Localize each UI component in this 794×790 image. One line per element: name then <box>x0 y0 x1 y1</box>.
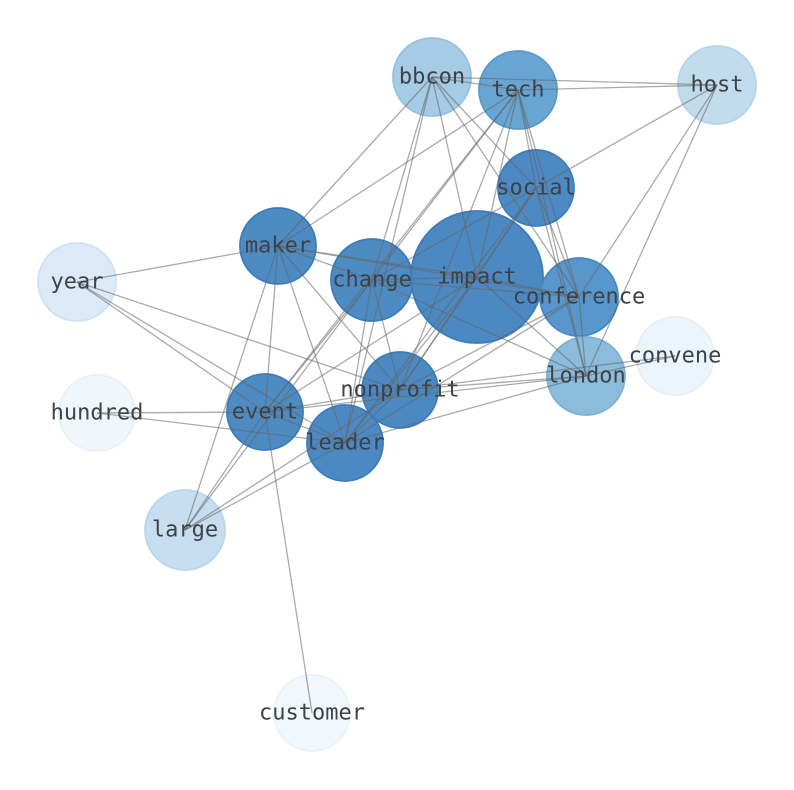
edges-layer <box>76 76 718 714</box>
edge-tech-social <box>517 89 537 189</box>
edge-event-customer <box>264 411 313 714</box>
edge-impact-nonprofit <box>399 276 478 391</box>
edge-maker-year <box>76 245 279 283</box>
edge-change-large <box>184 279 373 531</box>
edge-conference-nonprofit <box>399 296 580 391</box>
edge-bbcon-host <box>431 76 718 86</box>
edge-london-convene <box>585 355 676 377</box>
edge-bbcon-conference <box>431 76 580 298</box>
edge-bbcon-tech <box>431 76 519 91</box>
edge-event-large <box>184 411 266 531</box>
edge-nonprofit-event <box>264 389 401 413</box>
edge-change-london <box>371 279 587 377</box>
edge-change-conference <box>371 279 580 298</box>
edge-impact-conference <box>476 276 580 298</box>
edge-conference-london <box>578 296 587 377</box>
edge-social-conference <box>535 187 580 298</box>
edge-bbcon-impact <box>431 76 478 278</box>
edge-tech-conference <box>517 89 580 298</box>
edge-london-nonprofit <box>399 375 587 391</box>
edge-change-event <box>264 279 373 413</box>
edge-social-leader <box>344 187 537 444</box>
edge-nonprofit-large <box>184 389 401 531</box>
edge-host-social <box>535 84 718 189</box>
edge-bbcon-maker <box>277 76 433 247</box>
edge-maker-event <box>264 245 279 413</box>
edge-tech-maker <box>277 89 519 247</box>
edge-maker-conference <box>277 245 580 298</box>
edge-tech-host <box>517 84 718 91</box>
edge-maker-nonprofit <box>277 245 401 391</box>
edge-tech-nonprofit <box>399 89 519 391</box>
edge-social-london <box>535 187 587 377</box>
edge-host-conference <box>578 84 718 298</box>
edge-london-event <box>264 375 587 413</box>
edge-maker-leader <box>277 245 346 444</box>
edge-change-impact <box>371 276 478 281</box>
edge-impact-leader <box>344 276 478 444</box>
edge-event-leader <box>264 411 346 444</box>
node-circles-layer <box>37 37 757 752</box>
edge-bbcon-leader <box>344 76 433 444</box>
edge-host-london <box>585 84 718 377</box>
edge-nonprofit-convene <box>399 355 676 391</box>
edge-year-nonprofit <box>76 281 401 391</box>
edge-tech-impact <box>476 89 519 278</box>
edge-conference-leader <box>344 296 580 444</box>
edge-event-hundred <box>96 411 266 414</box>
edge-nonprofit-leader <box>344 389 401 444</box>
edge-leader-hundred <box>96 412 346 444</box>
edge-year-leader <box>76 281 346 444</box>
edge-leader-large <box>184 442 346 531</box>
edge-year-event <box>76 281 266 413</box>
edge-impact-event <box>264 276 478 413</box>
edge-tech-london <box>517 89 587 377</box>
edge-london-leader <box>344 375 587 444</box>
edge-maker-large <box>184 245 279 531</box>
edge-bbcon-change <box>371 76 433 281</box>
edge-change-leader <box>344 279 373 444</box>
edge-maker-change <box>277 245 373 281</box>
